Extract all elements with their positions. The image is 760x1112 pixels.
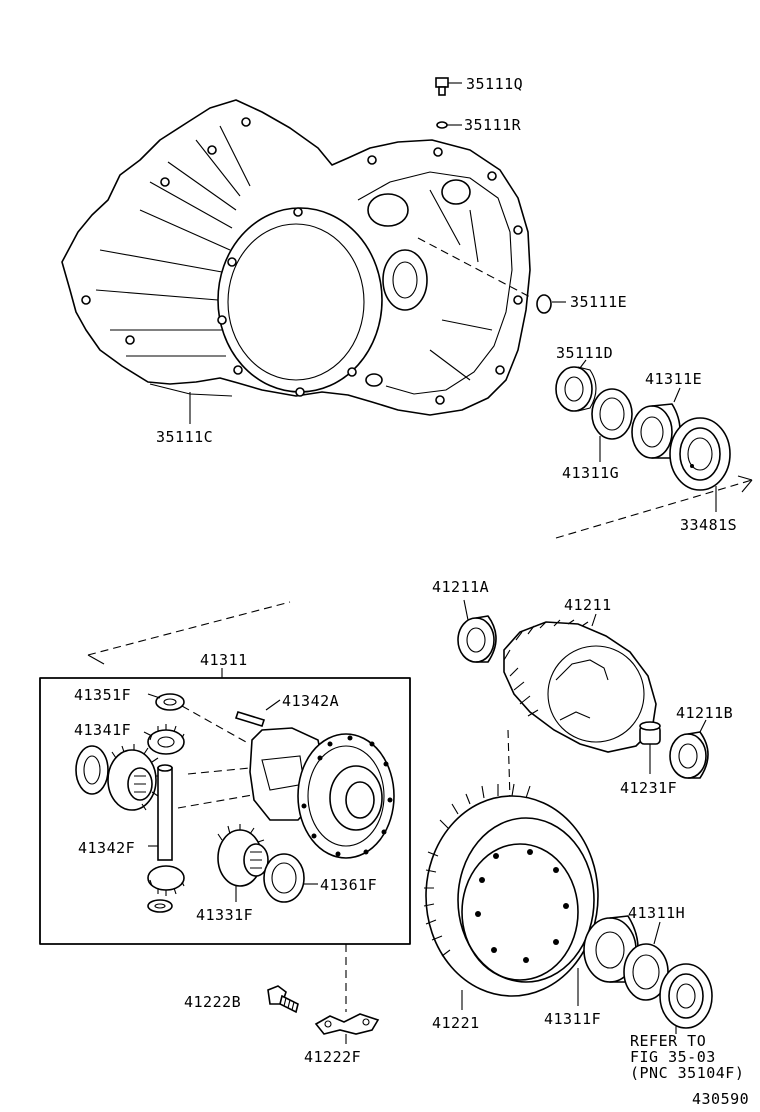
label-35111E: 35111E: [570, 293, 627, 311]
label-41311: 41311: [200, 651, 248, 669]
label-41342A: 41342A: [282, 692, 339, 710]
plug-41231F: [639, 721, 661, 774]
label-41211A: 41211A: [432, 578, 489, 596]
differential-case: [249, 727, 395, 859]
reference-note-line1: REFER TO: [630, 1032, 706, 1050]
thrust-washer-left: [75, 745, 109, 795]
label-41351F: 41351F: [74, 686, 131, 704]
label-41311E: 41311E: [645, 370, 702, 388]
label-35111Q: 35111Q: [466, 75, 523, 93]
label-41221: 41221: [432, 1014, 480, 1032]
label-35111D: 35111D: [556, 344, 613, 362]
label-41222F: 41222F: [304, 1048, 361, 1066]
label-41341F: 41341F: [74, 721, 131, 739]
label-41211B: 41211B: [676, 704, 733, 722]
pin-41342A: [234, 699, 281, 727]
bolt-41222B: [267, 985, 299, 1014]
pinion-gear-lower: [147, 865, 185, 896]
reference-note-line2: FIG 35-03: [630, 1048, 716, 1066]
reference-note-line3: (PNC 35104F): [630, 1064, 744, 1082]
side-gear-41331F: [217, 824, 269, 902]
label-41222B: 41222B: [184, 993, 241, 1011]
gasket-35111R: [436, 121, 462, 129]
label-41342F: 41342F: [78, 839, 135, 857]
plug-35111Q: [435, 77, 462, 96]
label-41311G: 41311G: [562, 464, 619, 482]
bearing-41311F: [577, 915, 639, 1006]
label-41211: 41211: [564, 596, 612, 614]
pinion-gear-41341F: [147, 724, 185, 755]
bearing-41211A: [457, 599, 497, 663]
differential-case-box: [39, 677, 411, 945]
shim-41311G: [591, 388, 633, 462]
gear-41211: [503, 613, 657, 753]
washer-41351F: [155, 693, 185, 711]
label-41361F: 41361F: [320, 876, 377, 894]
label-41231F: 41231F: [620, 779, 677, 797]
thrust-washer-41361F: [263, 853, 318, 903]
label-35111C: 35111C: [156, 428, 213, 446]
label-41311H: 41311H: [628, 904, 685, 922]
lock-plate-41222F: [314, 1013, 380, 1044]
label-35111R: 35111R: [464, 116, 522, 134]
oil-seal-35111D: [555, 359, 597, 412]
washer-lower: [147, 899, 173, 913]
seal-35111E: [536, 294, 566, 314]
label-33481S: 33481S: [680, 516, 737, 534]
figure-number: 430590: [692, 1090, 749, 1108]
bearing-41211B: [669, 719, 709, 779]
transaxle-housing: [61, 99, 531, 416]
side-gear-left: [107, 744, 162, 811]
label-41311F: 41311F: [544, 1010, 601, 1028]
race-33481S: [669, 417, 731, 512]
race-right: [659, 963, 713, 1034]
label-41331F: 41331F: [196, 906, 253, 924]
pinion-shaft-41342F: [157, 764, 173, 861]
ring-gear-41221: [423, 783, 599, 1010]
